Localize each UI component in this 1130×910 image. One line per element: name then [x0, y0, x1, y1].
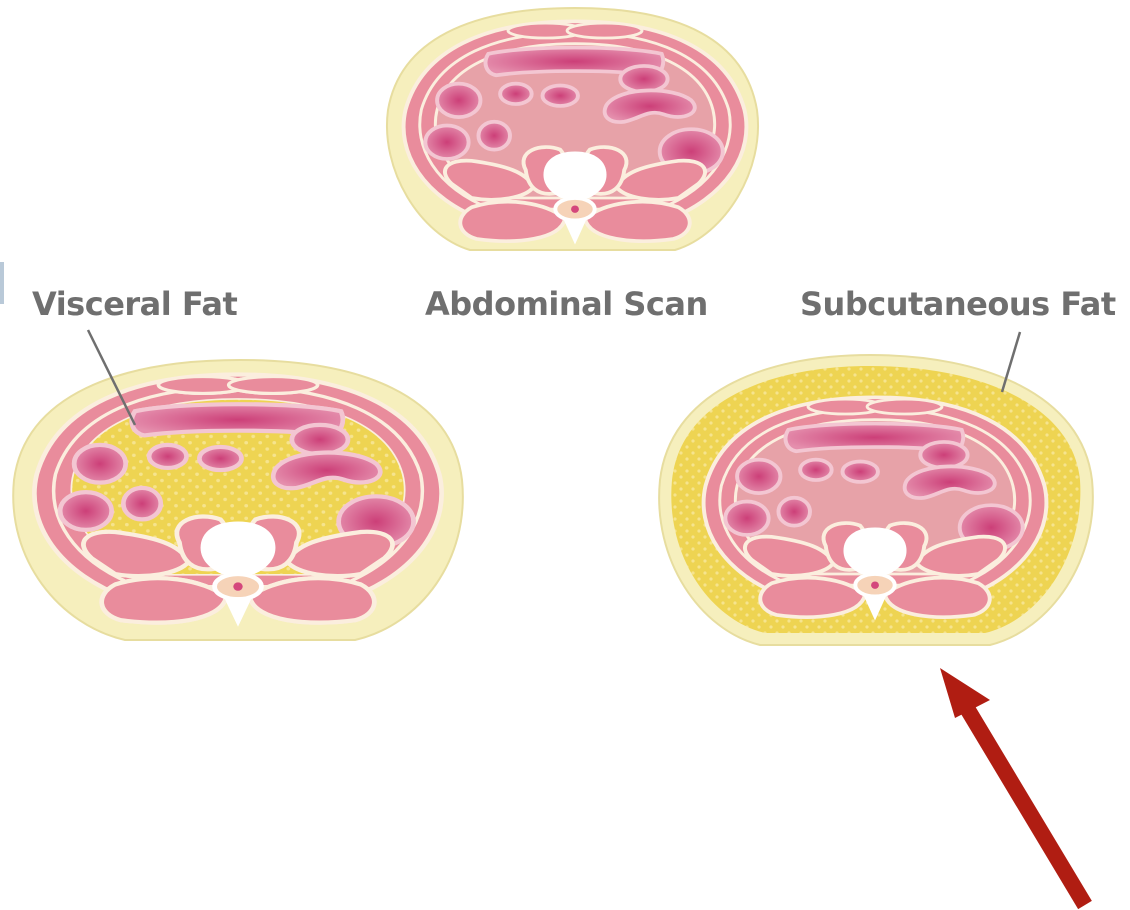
abdominal-scan-label: Abdominal Scan: [425, 285, 708, 323]
visceral-fat-scan: [13, 360, 463, 640]
subcutaneous-fat-label: Subcutaneous Fat: [800, 285, 1116, 323]
visceral-fat-label: Visceral Fat: [32, 285, 237, 323]
subcutaneous-fat-scan: [659, 355, 1093, 645]
scan-normal: [387, 8, 758, 250]
arrow-icon: [940, 668, 1085, 905]
